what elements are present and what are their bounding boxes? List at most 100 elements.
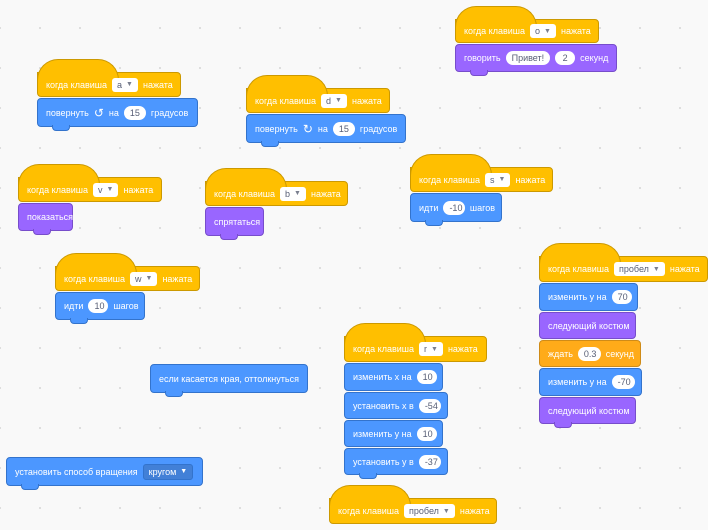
key-dropdown[interactable]: d▼ [321,93,347,108]
message-input[interactable]: Привет! [505,51,551,65]
bounce-label: если касается края, оттолкнуться [159,373,299,384]
hat-label-suffix: нажата [459,506,490,516]
hide-block[interactable]: спрятаться [205,207,264,240]
say-label: говорить [464,53,501,63]
change-x-label: изменить х на [353,372,412,382]
when-key-o-pressed-hat[interactable]: когда клавиша o▼ нажата [455,6,599,43]
key-dropdown[interactable]: o▼ [530,24,556,38]
key-dropdown[interactable]: w▼ [130,271,158,286]
turn-left-block[interactable]: повернуть ↺ на 15 градусов [37,98,198,131]
change-y-block[interactable]: изменить у на 10 [344,420,443,447]
degrees-label: градусов [150,107,189,118]
rotation-style-label: установить способ вращения [15,466,138,477]
say-for-secs-block[interactable]: говорить Привет! 2 секунд [455,44,617,76]
chevron-down-icon: ▼ [106,186,114,193]
dx-input[interactable]: 10 [416,370,437,384]
rotation-style-dropdown[interactable]: кругом▼ [142,463,194,480]
hat-label-suffix: нажата [162,273,193,284]
key-dropdown[interactable]: v▼ [93,182,119,197]
when-key-s-pressed-hat[interactable]: когда клавиша s▼ нажата [410,154,553,192]
show-label: показаться [27,212,74,222]
on-label: на [108,107,119,118]
change-y-label: изменить у на [353,428,412,439]
seconds-label: секунд [605,348,634,359]
next-costume-block[interactable]: следующий костюм [539,312,636,339]
set-y-block[interactable]: установить у в -37 [344,448,448,479]
key-dropdown[interactable]: пробел▼ [404,504,455,518]
hat-label: когда клавиша [255,95,317,106]
secs-input[interactable]: 2 [555,51,576,65]
bounce-on-edge-block[interactable]: если касается края, оттолкнуться [150,364,308,397]
hat-label: когда клавиша [548,264,610,274]
change-y-block[interactable]: изменить у на -70 [539,368,642,396]
chevron-down-icon: ▼ [145,275,153,282]
hat-label-suffix: нажата [142,79,173,90]
rotate-right-icon: ↻ [302,121,313,136]
change-y-label: изменить у на [548,377,607,387]
hat-label-suffix: нажата [560,26,591,36]
chevron-down-icon: ▼ [498,176,506,183]
dy-input[interactable]: 10 [416,426,437,441]
degrees-label: градусов [359,123,398,134]
when-key-d-pressed-hat[interactable]: когда клавиша d▼ нажата [246,75,390,113]
hat-label: когда клавиша [353,344,415,354]
wait-input[interactable]: 0.3 [577,346,601,361]
hat-label: когда клавиша [64,273,126,284]
y-input[interactable]: -37 [418,454,441,469]
when-key-b-pressed-hat[interactable]: когда клавиша b▼ нажата [205,168,348,206]
when-key-space-pressed-hat[interactable]: когда клавиша пробел▼ нажата [539,243,708,282]
next-costume-block[interactable]: следующий костюм [539,397,636,428]
dy-input[interactable]: 70 [611,290,632,304]
hat-label-suffix: нажата [123,184,154,195]
hat-label: когда клавиша [338,506,400,516]
when-key-w-pressed-hat[interactable]: когда клавиша w▼ нажата [55,253,200,291]
when-key-space-pressed-hat[interactable]: когда клавиша пробел▼ нажата [329,485,497,524]
hat-label-suffix: нажата [669,264,700,274]
hat-label: когда клавиша [464,26,526,36]
change-x-block[interactable]: изменить х на 10 [344,363,443,391]
turn-label: повернуть [255,123,298,134]
chevron-down-icon: ▼ [652,265,660,273]
set-x-block[interactable]: установить х в -54 [344,392,448,419]
move-steps-block[interactable]: идти -10 шагов [410,193,502,226]
steps-label: шагов [469,202,495,213]
set-y-label: установить у в [353,456,414,467]
show-block[interactable]: показаться [18,203,74,235]
key-dropdown[interactable]: пробел▼ [614,262,665,276]
chevron-down-icon: ▼ [442,507,450,515]
hat-label-suffix: нажата [310,188,341,199]
x-input[interactable]: -54 [418,398,441,413]
hat-label-suffix: нажата [351,95,382,106]
hat-label: когда клавиша [27,184,89,195]
hat-label-suffix: нажата [447,344,478,354]
turn-label: повернуть [46,107,89,118]
hat-label: когда клавиша [419,174,481,185]
chevron-down-icon: ▼ [335,97,342,104]
degrees-input[interactable]: 15 [332,121,355,136]
key-dropdown[interactable]: b▼ [280,186,306,201]
chevron-down-icon: ▼ [180,468,188,475]
turn-right-block[interactable]: повернуть ↻ на 15 градусов [246,114,406,147]
move-label: идти [64,301,84,311]
change-y-block[interactable]: изменить у на 70 [539,283,638,311]
steps-input[interactable]: 10 [88,299,109,313]
when-key-a-pressed-hat[interactable]: когда клавиша a▼ нажата [37,59,181,97]
degrees-input[interactable]: 15 [123,105,146,120]
chevron-down-icon: ▼ [544,27,551,35]
hat-label: когда клавиша [46,79,108,90]
chevron-down-icon: ▼ [431,345,438,353]
move-steps-block[interactable]: идти 10 шагов [55,292,145,324]
when-key-r-pressed-hat[interactable]: когда клавиша r▼ нажата [344,323,487,362]
hat-label-suffix: нажата [515,174,546,185]
set-rotation-style-block[interactable]: установить способ вращения кругом▼ [6,457,203,490]
key-dropdown[interactable]: r▼ [419,342,443,356]
next-costume-label: следующий костюм [548,320,630,331]
steps-input[interactable]: -10 [443,200,465,215]
wait-label: ждать [548,348,573,359]
key-dropdown[interactable]: s▼ [485,172,511,187]
dy-input[interactable]: -70 [611,375,635,389]
wait-block[interactable]: ждать 0.3 секунд [539,340,641,367]
when-key-v-pressed-hat[interactable]: когда клавиша v▼ нажата [18,164,162,202]
key-dropdown[interactable]: a▼ [112,77,138,92]
change-y-label: изменить у на [548,292,607,302]
